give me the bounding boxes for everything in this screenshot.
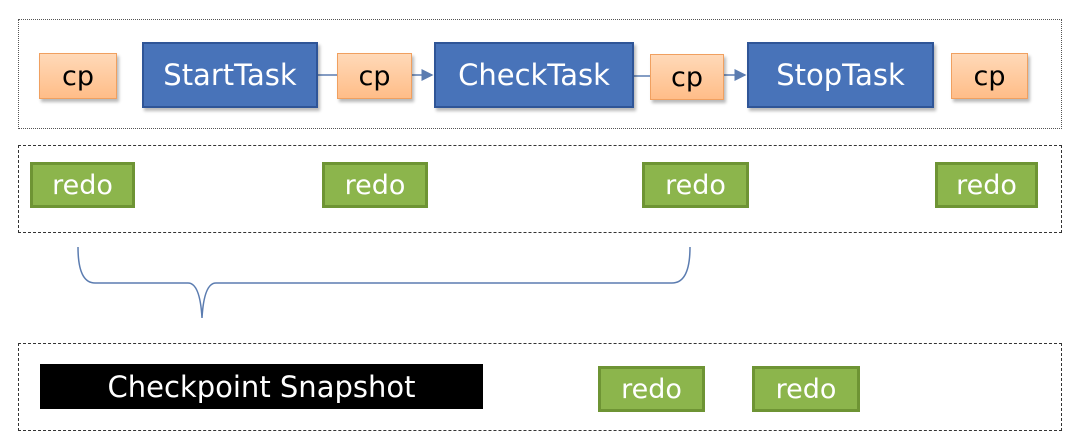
snapshot-frame [18,343,1062,431]
checkpoint-box: cp [39,53,117,99]
redo-box: redo [935,162,1038,208]
grouping-brace [77,246,691,319]
redo-box: redo [642,162,749,208]
redo-box: redo [752,366,860,412]
task-box-checktask: CheckTask [434,42,634,108]
redo-log-frame [18,145,1062,233]
checkpoint-box: cp [337,53,412,99]
redo-box: redo [30,162,135,208]
task-box-stoptask: StopTask [747,42,934,108]
redo-box: redo [598,366,705,412]
checkpoint-box: cp [650,54,724,100]
checkpoint-box: cp [951,53,1028,99]
redo-box: redo [322,162,428,208]
task-box-starttask: StartTask [142,42,318,108]
pipeline-frame [18,19,1062,129]
checkpoint-snapshot-box: Checkpoint Snapshot [40,364,483,409]
